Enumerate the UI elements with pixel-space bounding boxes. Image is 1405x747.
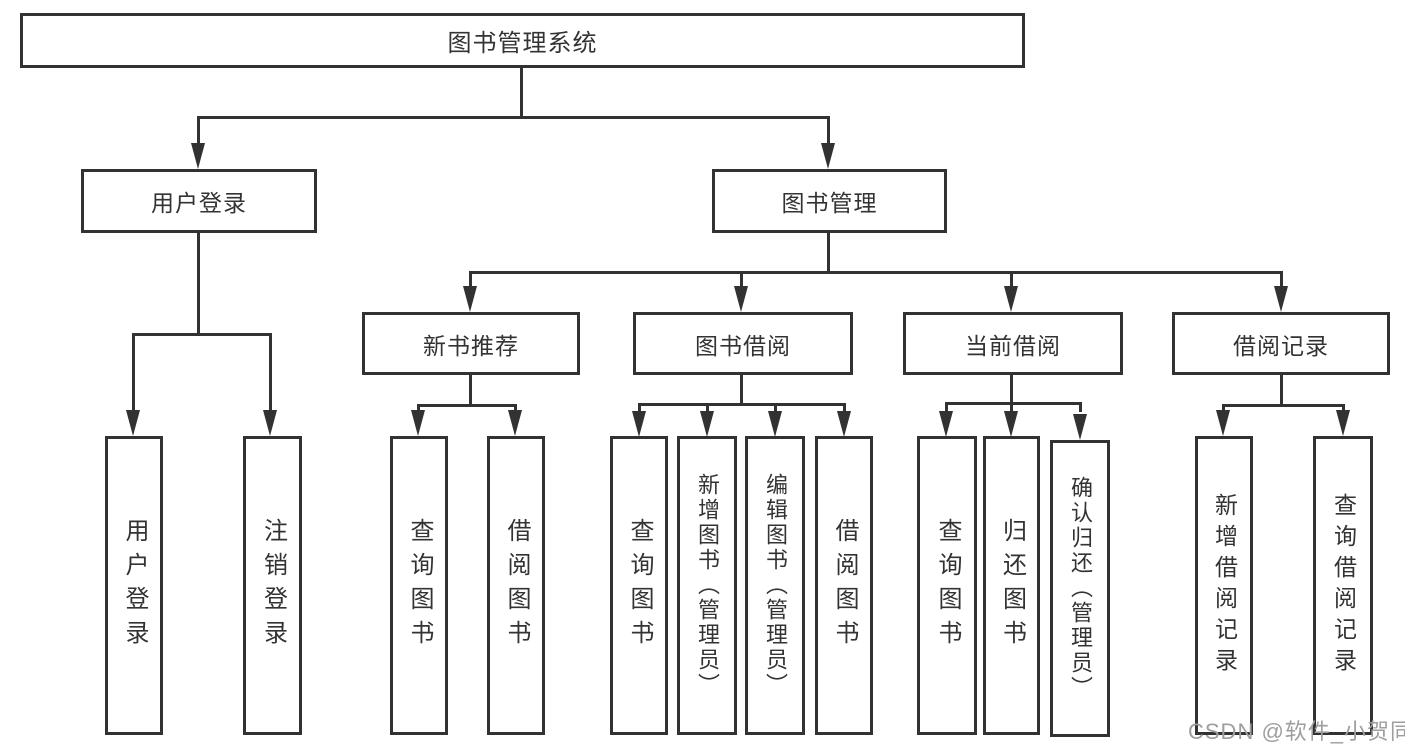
- node-root: 图书管理系统: [20, 13, 1025, 68]
- arrow-down-icon: [411, 410, 425, 436]
- connector-line: [827, 233, 830, 274]
- connector-line: [132, 333, 272, 336]
- connector-line: [1079, 402, 1082, 412]
- node-borrow-records: 借阅记录: [1172, 312, 1390, 375]
- leaf-user-login-label: 用户登录: [121, 517, 148, 654]
- leaf-bb-query-books: 查询图书: [610, 436, 668, 735]
- leaf-nbr-query-books-label: 查询图书: [406, 517, 433, 654]
- arrow-down-icon: [768, 411, 782, 437]
- connector-line: [198, 116, 830, 119]
- leaf-br-query-record: 查询借阅记录: [1313, 436, 1373, 735]
- leaf-cb-query-books: 查询图书: [917, 436, 977, 735]
- arrow-down-icon: [1336, 410, 1350, 436]
- connector-line: [740, 271, 743, 288]
- connector-line: [706, 403, 709, 413]
- connector-line: [1222, 404, 1345, 407]
- node-current-borrow: 当前借阅: [903, 312, 1123, 375]
- arrow-down-icon: [837, 411, 851, 437]
- leaf-logout-label: 注销登录: [259, 517, 287, 654]
- connector-line: [417, 404, 420, 414]
- leaf-bb-borrow-books-label: 借阅图书: [831, 517, 858, 654]
- leaf-bb-edit-books-admin-label: 编辑图书（管理员）: [763, 473, 788, 698]
- connector-line: [520, 68, 523, 118]
- leaf-bb-query-books-label: 查询图书: [626, 517, 653, 654]
- arrow-down-icon: [1216, 410, 1230, 436]
- leaf-br-add-record-label: 新增借阅记录: [1211, 492, 1238, 679]
- arrow-down-icon: [126, 410, 140, 436]
- connector-line: [1222, 404, 1225, 414]
- arrow-down-icon: [1004, 411, 1018, 437]
- node-book-borrow: 图书借阅: [633, 312, 853, 375]
- leaf-logout: 注销登录: [243, 436, 302, 735]
- connector-line: [638, 403, 641, 413]
- leaf-nbr-borrow-books: 借阅图书: [487, 436, 545, 735]
- connector-line: [197, 233, 200, 335]
- arrow-down-icon: [734, 286, 748, 312]
- node-current-borrow-label: 当前借阅: [965, 332, 1061, 359]
- arrow-down-icon: [821, 143, 835, 169]
- leaf-cb-query-books-label: 查询图书: [934, 517, 961, 654]
- arrow-down-icon: [1073, 414, 1087, 440]
- node-user-login: 用户登录: [81, 169, 317, 233]
- connector-line: [945, 402, 1082, 405]
- connector-line: [1280, 375, 1283, 407]
- connector-line: [417, 404, 517, 407]
- arrow-down-icon: [463, 286, 477, 312]
- leaf-cb-confirm-return-admin-label: 确认归还（管理员）: [1068, 476, 1093, 701]
- node-root-label: 图书管理系统: [447, 30, 598, 57]
- connector-line: [1010, 375, 1013, 405]
- connector-line: [469, 271, 472, 288]
- connector-line: [945, 402, 948, 412]
- connector-line: [1342, 404, 1345, 414]
- connector-line: [197, 116, 200, 146]
- leaf-user-login: 用户登录: [105, 436, 163, 735]
- node-book-borrow-label: 图书借阅: [695, 332, 791, 359]
- node-book-management-label: 图书管理: [781, 190, 878, 216]
- node-user-login-label: 用户登录: [151, 190, 247, 216]
- connector-line: [1010, 402, 1013, 412]
- leaf-br-add-record: 新增借阅记录: [1195, 436, 1253, 735]
- connector-line: [638, 403, 846, 406]
- leaf-cb-confirm-return-admin: 确认归还（管理员）: [1050, 440, 1110, 737]
- watermark-text: CSDN @软件_小贺同学: [1188, 719, 1405, 744]
- leaf-bb-borrow-books: 借阅图书: [815, 436, 873, 735]
- connector-line: [514, 404, 517, 414]
- node-book-management: 图书管理: [712, 169, 947, 233]
- connector-line: [774, 403, 777, 413]
- node-borrow-records-label: 借阅记录: [1233, 332, 1329, 359]
- connector-line: [843, 403, 846, 413]
- connector-line: [740, 375, 743, 406]
- leaf-bb-add-books-admin: 新增图书（管理员）: [677, 436, 737, 735]
- arrow-down-icon: [1274, 286, 1288, 312]
- connector-line: [132, 333, 135, 412]
- leaf-br-query-record-label: 查询借阅记录: [1330, 492, 1357, 679]
- connector-line: [1280, 271, 1283, 288]
- node-new-book-recommend-label: 新书推荐: [423, 332, 519, 359]
- arrow-down-icon: [191, 143, 205, 169]
- leaf-bb-add-books-admin-label: 新增图书（管理员）: [695, 473, 720, 698]
- leaf-cb-return-books: 归还图书: [983, 436, 1040, 735]
- connector-line: [469, 375, 472, 407]
- arrow-down-icon: [1004, 286, 1018, 312]
- leaf-nbr-borrow-books-label: 借阅图书: [503, 517, 530, 654]
- node-new-book-recommend: 新书推荐: [362, 312, 580, 375]
- arrow-down-icon: [263, 410, 277, 436]
- leaf-cb-return-books-label: 归还图书: [998, 517, 1026, 654]
- arrow-down-icon: [939, 411, 953, 437]
- connector-line: [827, 116, 830, 146]
- leaf-nbr-query-books: 查询图书: [390, 436, 448, 735]
- arrow-down-icon: [508, 410, 522, 436]
- arrow-down-icon: [632, 411, 646, 437]
- arrow-down-icon: [700, 411, 714, 437]
- leaf-bb-edit-books-admin: 编辑图书（管理员）: [745, 436, 805, 735]
- connector-line: [469, 271, 1283, 274]
- connector-line: [269, 333, 272, 412]
- connector-line: [1010, 271, 1013, 288]
